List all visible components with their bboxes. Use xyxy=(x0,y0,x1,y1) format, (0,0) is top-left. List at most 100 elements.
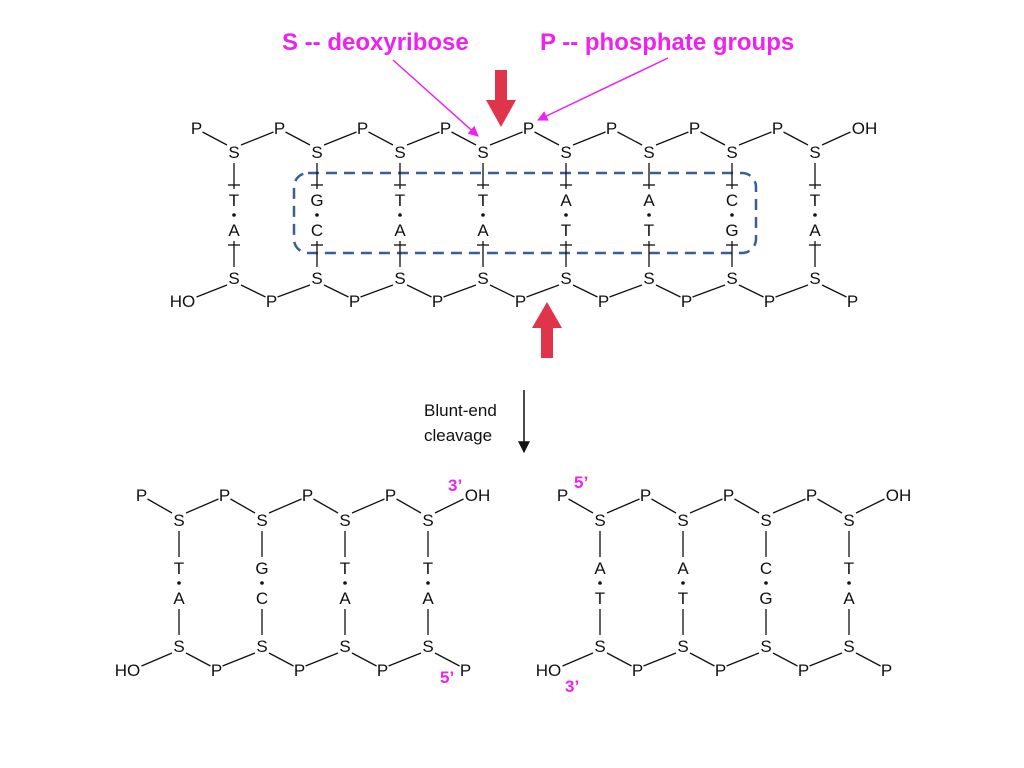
top-strand-base: T xyxy=(844,559,854,578)
phosphodiester-bond xyxy=(821,131,851,146)
bottom-strand-sugar: S xyxy=(643,269,654,288)
top-strand-phosphate: P xyxy=(606,119,617,138)
top-strand-sugar: S xyxy=(560,143,571,162)
bottom-strand-sugar: S xyxy=(477,269,488,288)
phosphodiester-bond xyxy=(734,498,760,514)
phosphodiester-bond xyxy=(726,652,760,667)
hydrogen-bond-dot xyxy=(260,581,264,585)
hydrogen-bond-dot xyxy=(764,581,768,585)
phosphodiester-bond xyxy=(141,652,173,667)
phosphodiester-bond xyxy=(277,284,311,298)
process-label-line1: Blunt-end xyxy=(424,401,497,420)
bottom-strand-sugar: S xyxy=(394,269,405,288)
bottom-strand-phosphate: P xyxy=(377,661,388,680)
phosphodiester-bond xyxy=(655,284,681,298)
phosphodiester-bond xyxy=(572,131,606,146)
top-strand-sugar: S xyxy=(477,143,488,162)
bottom-strand-base: A xyxy=(173,589,185,608)
phosphodiester-bond xyxy=(606,498,640,514)
bottom-strand-base: T xyxy=(595,589,605,608)
top-strand-phosphate: P xyxy=(302,486,313,505)
phosphodiester-bond xyxy=(489,131,523,146)
top-strand-phosphate: P xyxy=(557,486,568,505)
bottom-strand-base: A xyxy=(843,589,855,608)
phosphate-pointer xyxy=(537,57,669,121)
bottom-strand-base: G xyxy=(759,589,772,608)
phosphodiester-bond xyxy=(360,284,394,298)
top-strand-base: T xyxy=(423,559,433,578)
top-strand-phosphate: P xyxy=(274,119,285,138)
phosphodiester-bond xyxy=(268,652,294,667)
top-strand-sugar: S xyxy=(228,143,239,162)
bottom-strand-sugar: S xyxy=(726,269,737,288)
bottom-strand-phosphate: P xyxy=(349,292,360,311)
phosphodiester-bond xyxy=(772,498,806,514)
top-strand-phosphate: P xyxy=(772,119,783,138)
phosphodiester-bond xyxy=(689,652,715,667)
top-strand-sugar: S xyxy=(594,511,605,530)
bottom-strand-base: C xyxy=(256,589,268,608)
bottom-strand-base: C xyxy=(311,221,323,240)
phosphodiester-bond xyxy=(388,652,422,667)
bottom-strand-phosphate: P xyxy=(266,292,277,311)
phosphodiester-bond xyxy=(240,284,266,298)
bottom-strand-sugar: S xyxy=(339,637,350,656)
phosphodiester-bond xyxy=(268,498,302,514)
top-strand-sugar: S xyxy=(311,143,322,162)
phosphodiester-bond xyxy=(609,284,643,298)
phosphodiester-bond xyxy=(434,652,460,667)
phosphodiester-bond xyxy=(230,498,256,514)
top-strand-sugar: S xyxy=(422,511,433,530)
phosphodiester-bond xyxy=(526,284,560,298)
phosphodiester-bond xyxy=(443,284,477,298)
bottom-strand-base: A xyxy=(394,221,406,240)
right-fragment-3prime-label: 3’ xyxy=(565,677,579,696)
bottom-strand-sugar: S xyxy=(560,269,571,288)
bottom-strand-3prime-hydroxyl: HO xyxy=(115,661,141,680)
top-strand-phosphate: P xyxy=(723,486,734,505)
phosphodiester-bond xyxy=(406,131,440,146)
top-strand-sugar: S xyxy=(394,143,405,162)
left-fragment-5prime-label: 5’ xyxy=(440,668,454,687)
top-strand-phosphate: P xyxy=(440,119,451,138)
bottom-strand-phosphate: P xyxy=(460,661,471,680)
top-strand-phosphate: P xyxy=(385,486,396,505)
top-strand-phosphate: P xyxy=(357,119,368,138)
phosphodiester-bond xyxy=(692,284,726,298)
phosphodiester-bond xyxy=(451,131,477,146)
phosphodiester-bond xyxy=(643,652,677,667)
top-strand-phosphate: P xyxy=(806,486,817,505)
phosphodiester-bond xyxy=(562,652,594,667)
top-strand-phosphate: P xyxy=(640,486,651,505)
process-label-line2: cleavage xyxy=(424,426,492,445)
top-strand-3prime-hydroxyl: OH xyxy=(852,119,878,138)
phosphodiester-bond xyxy=(821,284,847,298)
bottom-strand-sugar: S xyxy=(228,269,239,288)
phosphodiester-bond xyxy=(568,498,594,514)
hydrogen-bond-dot xyxy=(232,213,236,217)
top-cut-arrow xyxy=(486,70,516,127)
phosphodiester-bond xyxy=(406,284,432,298)
top-strand-base: C xyxy=(760,559,772,578)
phosphodiester-bond xyxy=(655,131,689,146)
top-strand-phosphate: P xyxy=(191,119,202,138)
hydrogen-bond-dot xyxy=(315,213,319,217)
bottom-strand-base: A xyxy=(477,221,489,240)
top-strand-3prime-hydroxyl: OH xyxy=(465,486,491,505)
top-strand-base: G xyxy=(255,559,268,578)
phosphodiester-bond xyxy=(855,652,881,667)
left-fragment-3prime-label: 3’ xyxy=(448,476,462,495)
top-strand-base: A xyxy=(677,559,689,578)
hydrogen-bond-dot xyxy=(564,213,568,217)
phosphodiester-bond xyxy=(185,652,211,667)
hydrogen-bond-dot xyxy=(598,581,602,585)
top-strand-base: T xyxy=(174,559,184,578)
phosphodiester-bond xyxy=(738,284,764,298)
bottom-strand-base: T xyxy=(644,221,654,240)
bottom-strand-phosphate: P xyxy=(847,292,858,311)
top-strand-base: T xyxy=(395,191,405,210)
bottom-strand-3prime-hydroxyl: HO xyxy=(536,661,562,680)
